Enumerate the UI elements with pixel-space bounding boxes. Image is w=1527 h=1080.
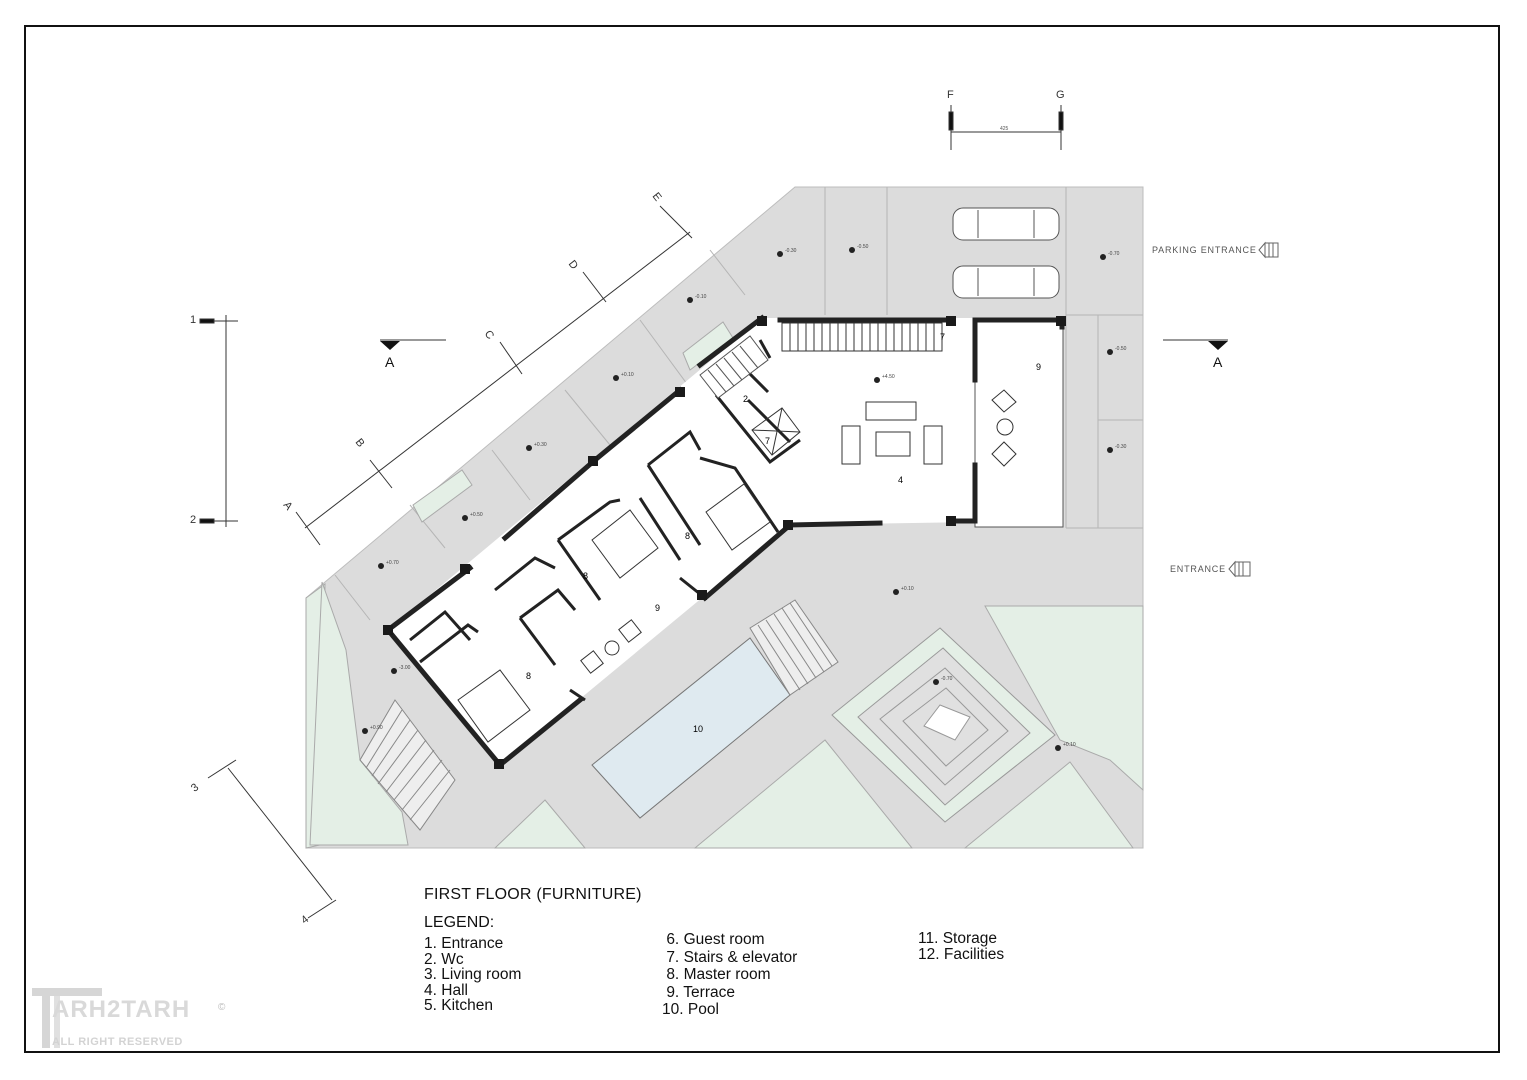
room-number: 2 xyxy=(743,394,749,404)
garden-bed xyxy=(984,605,1144,792)
level-tag: -0.70 xyxy=(941,676,953,682)
east-terrace xyxy=(974,319,1064,528)
level-tag: -0.50 xyxy=(1115,346,1127,352)
garden-bed xyxy=(309,581,409,846)
legend-column-2: 6. Guest room 7. Stairs & elevator 8. Ma… xyxy=(662,931,797,1019)
grid-label-2: 2 xyxy=(190,514,197,526)
level-tag: +0.10 xyxy=(901,586,914,592)
legend-item: 3. Living room xyxy=(424,966,522,984)
logo-name: ARH2TARH xyxy=(52,996,191,1023)
interior-stair xyxy=(781,322,943,352)
copyright-icon: © xyxy=(218,1002,226,1013)
legend-item: 11. Storage xyxy=(918,930,998,947)
legend-item: 10. Pool xyxy=(662,1001,719,1018)
interior-walls xyxy=(409,339,801,702)
entrance-label: ENTRANCE xyxy=(1170,564,1226,574)
level-tag: +0.50 xyxy=(470,512,483,518)
legend-item: 2. Wc xyxy=(424,950,464,968)
parking-entrance-label: PARKING ENTRANCE xyxy=(1152,245,1257,255)
level-tag: -3.00 xyxy=(399,665,411,671)
grid-label-f: F xyxy=(947,89,954,101)
section-label-right: A xyxy=(1213,354,1223,370)
section-label-left: A xyxy=(385,354,395,370)
sofa-set xyxy=(841,401,943,465)
drawing-title: FIRST FLOOR (FURNITURE) xyxy=(424,886,642,903)
level-marker-icons xyxy=(362,247,1113,751)
grid-label-g: G xyxy=(1056,89,1065,101)
garden-bed xyxy=(412,469,473,523)
level-tag: -0.50 xyxy=(857,244,869,250)
room-number: 8 xyxy=(583,571,589,581)
level-tag: -0.10 xyxy=(695,294,707,300)
garden-bed xyxy=(693,739,914,849)
level-tag: +0.10 xyxy=(621,372,634,378)
legend-column-1: 1. Entrance 2. Wc 3. Living room 4. Hall… xyxy=(424,936,521,1014)
garden-bed xyxy=(963,761,1134,849)
level-tag: -0.70 xyxy=(1108,251,1120,257)
room-number: 9 xyxy=(655,603,661,613)
level-tag: -0.30 xyxy=(785,248,797,254)
level-tag: +0.10 xyxy=(1063,742,1076,748)
legend-item: 9. Terrace xyxy=(666,983,735,1001)
level-tag: +4.50 xyxy=(882,374,895,380)
legend-item: 12. Facilities xyxy=(918,945,1005,963)
garden-bed xyxy=(493,799,587,849)
site-divider xyxy=(409,504,446,549)
room-number: 7 xyxy=(940,332,946,342)
section-marker-right xyxy=(1208,341,1228,350)
beds xyxy=(457,483,771,743)
legend-item: 6. Guest room xyxy=(666,931,765,948)
room-number: 8 xyxy=(526,671,532,681)
grid-markers xyxy=(199,105,1228,919)
level-tag: +0.70 xyxy=(386,560,399,566)
legend-item: 1. Entrance xyxy=(424,935,504,952)
room-number: 7 xyxy=(765,436,771,446)
site-divider xyxy=(334,574,371,621)
parked-cars xyxy=(952,207,1060,299)
pool-steps xyxy=(749,599,839,696)
walls xyxy=(384,314,1065,769)
building-floor xyxy=(388,318,1062,765)
legend-column-3: 11. Storage 12. Facilities xyxy=(918,931,1004,962)
legend-heading: LEGEND: xyxy=(424,914,495,931)
level-tag: +0.30 xyxy=(534,442,547,448)
section-marker-left xyxy=(380,341,400,350)
stepped-planter xyxy=(831,627,1056,823)
diagonal-stair xyxy=(699,335,769,399)
exterior-stair xyxy=(359,699,456,831)
site-divider xyxy=(491,449,531,501)
site-divider xyxy=(709,249,746,296)
entrance-arrow-icons xyxy=(1228,241,1279,578)
site-divider xyxy=(639,319,691,389)
terrace-furniture xyxy=(991,389,1017,467)
elevator xyxy=(751,407,801,456)
legend-item: 4. Hall xyxy=(424,981,468,999)
sheet-border xyxy=(24,25,1500,1053)
mid-terrace-furniture xyxy=(580,619,642,674)
level-tag: -0.30 xyxy=(1115,444,1127,450)
legend-item: 8. Master room xyxy=(666,966,771,983)
room-number: 8 xyxy=(685,531,691,541)
level-tag: +0.90 xyxy=(370,725,383,731)
legend-item: 7. Stairs & elevator xyxy=(666,948,798,966)
legend-item: 5. Kitchen xyxy=(424,997,493,1015)
room-number: 4 xyxy=(898,475,904,485)
grid-label-1: 1 xyxy=(190,314,197,326)
room-number: 9 xyxy=(1036,362,1042,372)
columns xyxy=(383,316,1066,769)
site-divider xyxy=(564,389,611,446)
logo-tagline: ALL RIGHT RESERVED xyxy=(52,1036,183,1048)
room-number: 10 xyxy=(693,724,704,734)
grid-dimension: 425 xyxy=(1000,126,1009,132)
logo-mark-icon xyxy=(32,988,102,1048)
